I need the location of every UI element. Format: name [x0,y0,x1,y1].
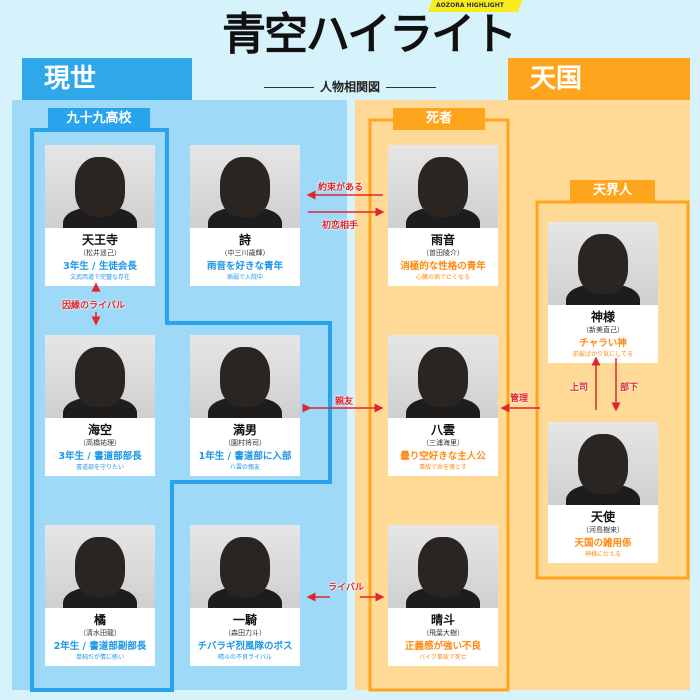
promise-label: 約束がある [318,183,364,193]
character-desc: 心臓の病で亡くなる [415,274,470,281]
actor-name: （飛葉大樹） [422,629,464,637]
first-love-label: 初恋相手 [322,221,359,231]
actor-name: （河島樹来） [582,526,624,534]
actor-name: （中三川歳輝） [220,249,270,257]
present-world-header: 現世 [22,58,192,100]
character-desc: 神様に仕える [585,551,621,558]
character-card: 天王寺 （松井遥己） 3年生 / 生徒会長 文武両道で完璧な存在 [45,145,155,286]
heaven-people-tag: 天界人 [570,180,655,202]
character-desc: 晴斗の不良ライバル [218,654,272,661]
dead-tag: 死者 [393,108,485,130]
character-name: 天使 [590,510,615,524]
character-desc: 八雲の親友 [229,464,260,471]
best-friend-label: 親友 [335,397,354,407]
character-photo [190,335,300,418]
character-card: 天使 （河島樹来） 天国の雑用係 神様に仕える [548,422,658,563]
character-desc: 前髪ばかり気にしてる [573,351,633,358]
character-card: 橘 （清水田龍） 2年生 / 書道部副部長 単純だが情に熱い [45,525,155,666]
heaven-header: 天国 [508,58,690,100]
character-card: 満男 （園村将司） 1年生 / 書道部に入部 八雲の親友 [190,335,300,476]
character-desc: 事故で命を落とす [419,464,467,471]
character-name: 満男 [232,423,257,437]
character-photo [45,525,155,608]
page-subtitle: 人物相関図 [250,78,450,95]
heaven-outline [535,200,690,580]
character-name: 海空 [87,423,112,437]
character-photo [45,145,155,228]
character-photo [190,525,300,608]
character-name: 晴斗 [430,613,455,627]
character-name: 神様 [590,310,615,324]
character-photo [388,145,498,228]
character-role: チバラギ烈風隊のボス [197,641,293,652]
character-name: 雨音 [430,233,455,247]
subordinate-label: 部下 [620,383,639,393]
actor-name: （園村将司） [224,439,266,447]
actor-name: （森田力斗） [224,629,266,637]
character-card: 雨音 （曽田陵介） 消極的な性格の青年 心臓の病で亡くなる [388,145,498,286]
character-name: 八雲 [430,423,455,437]
character-photo [45,335,155,418]
school-tag: 九十九高校 [48,108,150,130]
character-desc: 単純だが情に熱い [75,654,124,661]
actor-name: （新美直己） [582,326,624,334]
school-outline [30,128,332,692]
actor-name: （清水田龍） [79,629,121,637]
character-photo [190,145,300,228]
character-card: 詩 （中三川歳輝） 雨音を好きな青年 病弱で入院中 [190,145,300,286]
rivalry-label: 因縁のライバル [62,301,125,311]
character-name: 天王寺 [81,233,118,247]
character-card: 海空 （高橋祐理） 3年生 / 書道部部長 書道部を守りたい [45,335,155,476]
rival-label: ライバル [328,583,364,593]
actor-name: （松井遥己） [79,249,121,257]
character-desc: バイク事故で死亡 [419,654,467,661]
character-photo [388,525,498,608]
character-card: 一騎 （森田力斗） チバラギ烈風隊のボス 晴斗の不良ライバル [190,525,300,666]
character-role: 1年生 / 書道部に入部 [198,451,292,462]
character-desc: 書道部を守りたい [75,464,124,471]
character-card: 八雲 （三浦海里） 曇り空好きな主人公 事故で命を落とす [388,335,498,476]
actor-name: （三浦海里） [422,439,464,447]
manage-label: 管理 [510,394,529,404]
character-role: チャラい神 [579,338,627,349]
character-role: 正義感が強い不良 [404,641,481,652]
actor-name: （曽田陵介） [422,249,464,257]
character-role: 3年生 / 生徒会長 [63,261,137,272]
logo-text: AOZORA HIGHLIGHT [436,2,504,9]
actor-name: （高橋祐理） [79,439,121,447]
character-role: 3年生 / 書道部部長 [58,451,142,462]
character-photo [388,335,498,418]
character-role: 2年生 / 書道部副部長 [53,641,147,652]
character-name: 橘 [93,613,106,627]
character-card: 晴斗 （飛葉大樹） 正義感が強い不良 バイク事故で死亡 [388,525,498,666]
character-name: 一騎 [232,613,257,627]
boss-label: 上司 [570,383,589,393]
character-role: 消極的な性格の青年 [400,261,486,272]
character-name: 詩 [238,233,251,247]
character-card: 神様 （新美直己） チャラい神 前髪ばかり気にしてる [548,222,658,363]
character-role: 曇り空好きな主人公 [400,451,486,462]
character-photo [548,422,658,505]
character-desc: 文武両道で完璧な存在 [69,274,130,281]
character-desc: 病弱で入院中 [226,274,263,281]
character-role: 雨音を好きな青年 [206,261,283,272]
character-photo [548,222,658,305]
character-role: 天国の雑用係 [574,538,632,549]
page-title: 青空ハイライト [222,9,517,60]
